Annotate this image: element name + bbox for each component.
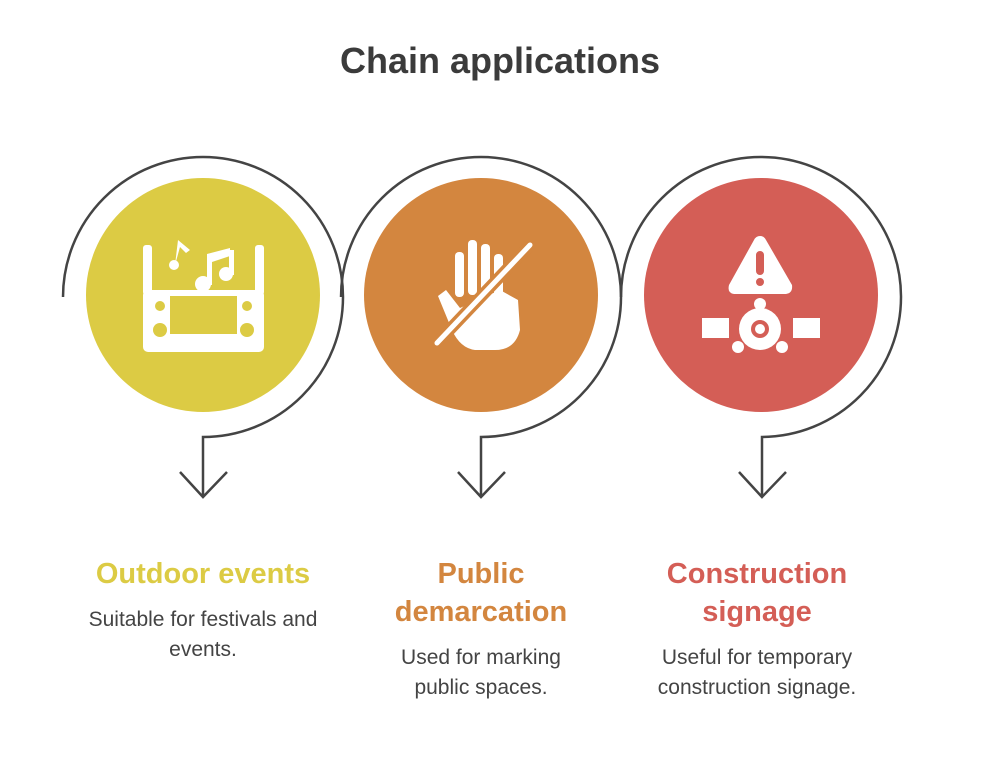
item-heading: Outdoor events (95, 558, 311, 590)
no-hand-icon (432, 240, 535, 350)
item-heading: Construction signage (666, 558, 848, 628)
item-description: Suitable for festivals and events. (88, 608, 318, 661)
item-construction-signage: Construction signage Useful for temporar… (627, 555, 887, 703)
item-public-demarcation: Public demarcation Used for marking publ… (351, 555, 611, 703)
arc-arrow (619, 155, 903, 499)
circle-construction-signage (644, 178, 878, 412)
step-1 (61, 155, 345, 499)
warning-barrier-icon (702, 236, 820, 353)
step-2 (339, 155, 623, 499)
item-heading: Public demarcation (394, 558, 568, 628)
music-speakers-icon (143, 240, 264, 352)
item-description: Used for marking public spaces. (401, 646, 561, 699)
item-description: Useful for temporary construction signag… (657, 646, 857, 699)
arc-arrow (61, 155, 345, 499)
step-3 (619, 155, 903, 499)
arc-arrow (339, 155, 623, 499)
item-outdoor-events: Outdoor events Suitable for festivals an… (73, 555, 333, 665)
page-title: Chain applications (339, 40, 661, 81)
